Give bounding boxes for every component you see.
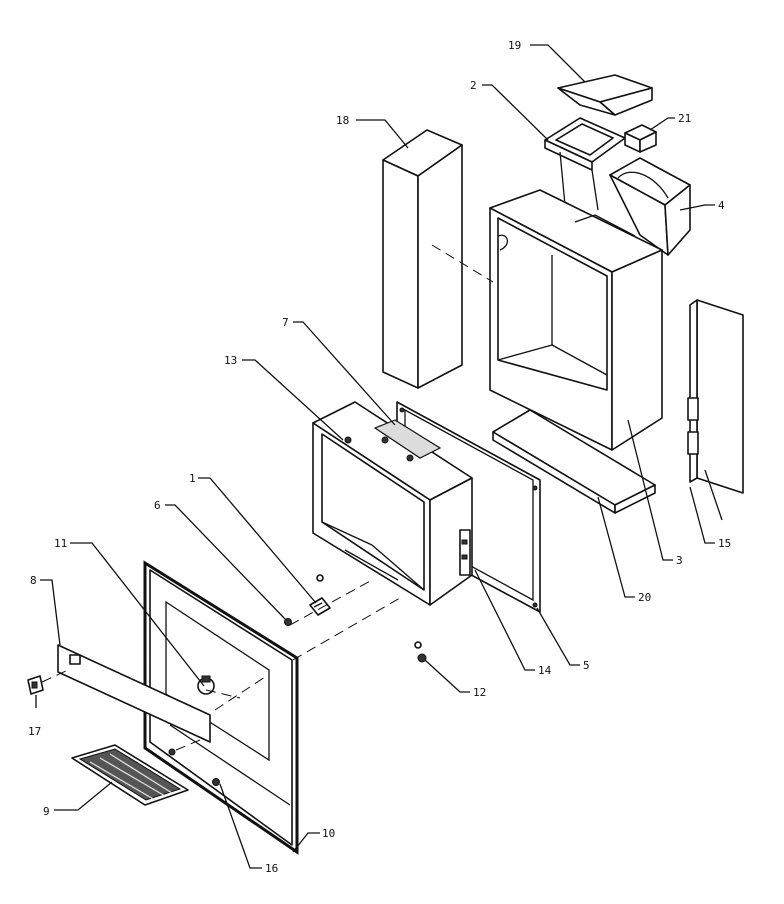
callout-8: 8	[30, 574, 37, 587]
callout-18: 18	[336, 114, 349, 127]
callout-7: 7	[282, 316, 289, 329]
part-10-front-frame	[143, 560, 299, 855]
part-1-switch	[309, 597, 331, 616]
part-2-gasket-frame	[544, 117, 626, 211]
leader-lines	[35, 44, 715, 869]
part-17-button	[27, 675, 44, 695]
part-11-lamp	[197, 675, 215, 695]
callout-10: 10	[322, 827, 335, 840]
part-13-dispenser-housing	[312, 401, 473, 606]
callout-19: 19	[508, 39, 521, 52]
part-16-screw	[168, 748, 220, 786]
callout-13: 13	[224, 354, 237, 367]
part-3-liner-box	[489, 189, 663, 451]
part-9-drip-grille	[71, 744, 189, 806]
callout-17: 17	[28, 725, 41, 738]
callout-labels: 19 2 21 4 18 7 13 1 6 11 8 17 9 10 16 12…	[28, 39, 731, 875]
part-18-insulation-block	[382, 129, 463, 389]
part-8-trim-strip	[57, 644, 211, 743]
callout-4: 4	[718, 199, 725, 212]
part-12-screw	[417, 653, 427, 663]
callout-3: 3	[676, 554, 683, 567]
part-14-bracket	[459, 529, 471, 576]
part-20-bottom-tray	[492, 409, 656, 514]
callout-14: 14	[538, 664, 552, 677]
callout-16: 16	[265, 862, 278, 875]
part-21-small-block	[624, 124, 657, 153]
callout-20: 20	[638, 591, 651, 604]
callout-11: 11	[54, 537, 67, 550]
callout-5: 5	[583, 659, 590, 672]
callout-15: 15	[718, 537, 731, 550]
callout-6: 6	[154, 499, 161, 512]
callout-1: 1	[189, 472, 196, 485]
grommet-lower	[414, 641, 422, 649]
callout-2: 2	[470, 79, 477, 92]
callout-9: 9	[43, 805, 50, 818]
part-15-side-panel	[687, 299, 744, 521]
callout-12: 12	[473, 686, 486, 699]
part-6-screw	[284, 618, 292, 626]
assembly-lines	[41, 244, 494, 751]
grommet	[316, 574, 324, 582]
callout-21: 21	[678, 112, 691, 125]
part-4-duct	[609, 157, 691, 256]
part-19-top-cover	[557, 74, 653, 116]
